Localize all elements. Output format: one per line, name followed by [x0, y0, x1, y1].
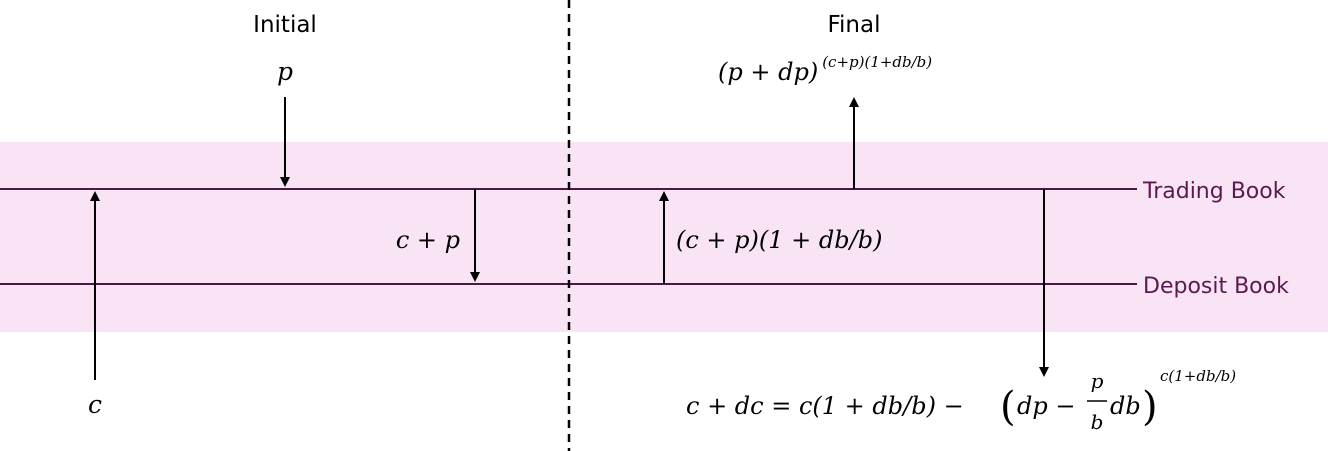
label-c: c — [88, 390, 102, 419]
final-deposit-frac-den: b — [1091, 410, 1104, 434]
initial-header: Initial — [253, 12, 317, 38]
deposit-book-label: Deposit Book — [1143, 274, 1289, 299]
trading-book-label: Trading Book — [1142, 179, 1286, 204]
final-deposit-frac-num: p — [1091, 369, 1104, 393]
final-trading-base: (p + dp) — [718, 58, 818, 86]
final-deposit-lhs: c + dc = c(1 + db/b) − — [686, 392, 964, 420]
label-final-deposit: c + dc = c(1 + db/b) − ( dp − p b db ) c… — [686, 367, 1236, 434]
final-deposit-exponent: c(1+db/b) — [1160, 367, 1236, 385]
final-deposit-paren-close: ) — [1142, 384, 1158, 430]
label-p: p — [277, 57, 293, 86]
final-deposit-db: db — [1110, 392, 1141, 420]
final-trading-exponent: (c+p)(1+db/b) — [822, 53, 932, 71]
label-c-plus-p: c + p — [396, 226, 460, 254]
label-final-trading: (p + dp) (c+p)(1+db/b) — [718, 53, 932, 86]
final-header: Final — [827, 12, 880, 38]
final-deposit-paren-open: ( — [1000, 384, 1016, 430]
final-deposit-dp: dp − — [1017, 392, 1075, 420]
label-final-transfer: (c + p)(1 + db/b) — [676, 226, 882, 254]
